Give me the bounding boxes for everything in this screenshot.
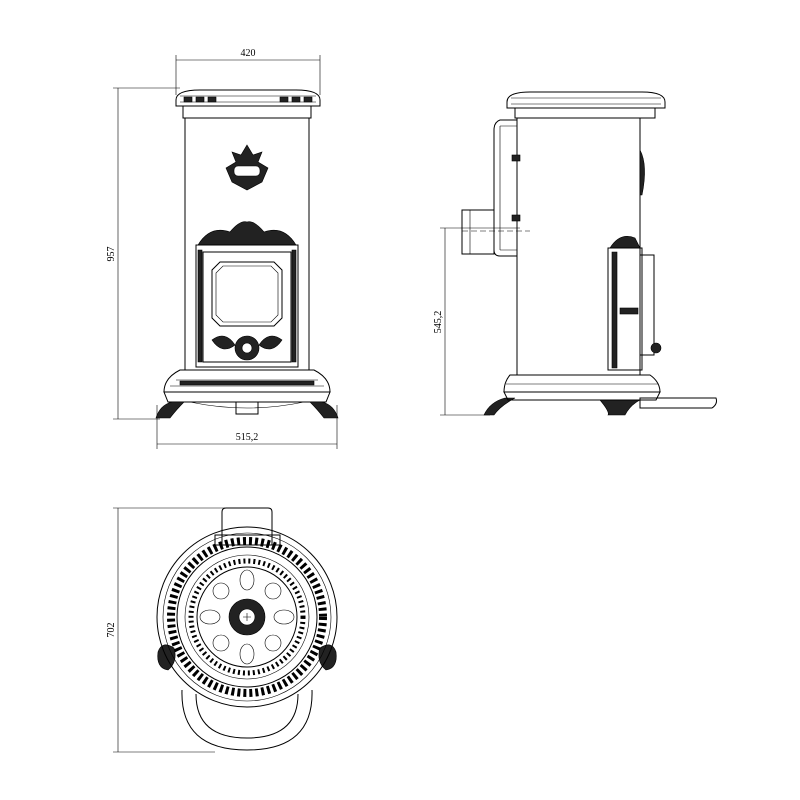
dimension-label-515: 515,2	[236, 432, 259, 443]
dimension-957: 957	[106, 87, 180, 420]
dimension-label-545: 545,2	[433, 311, 444, 334]
front-base	[155, 369, 339, 419]
side-door	[607, 236, 662, 371]
side-base	[483, 374, 717, 416]
dimension-label-702: 702	[106, 623, 117, 638]
dimension-label-420: 420	[241, 48, 256, 59]
dimension-702: 702	[106, 507, 225, 753]
logo-emblem	[225, 144, 269, 191]
cap-ornament	[183, 96, 313, 103]
top-view: 702	[106, 507, 338, 753]
side-view: 545,2	[433, 91, 717, 416]
dimension-545: 545,2	[433, 227, 520, 416]
top-rosette	[199, 569, 295, 665]
dimension-420: 420	[175, 48, 321, 95]
front-door	[195, 221, 299, 368]
flue-box	[461, 119, 530, 257]
dimension-label-957: 957	[106, 247, 117, 262]
dimension-515: 515,2	[156, 405, 338, 449]
front-view: 420 957 515,2	[106, 48, 339, 449]
